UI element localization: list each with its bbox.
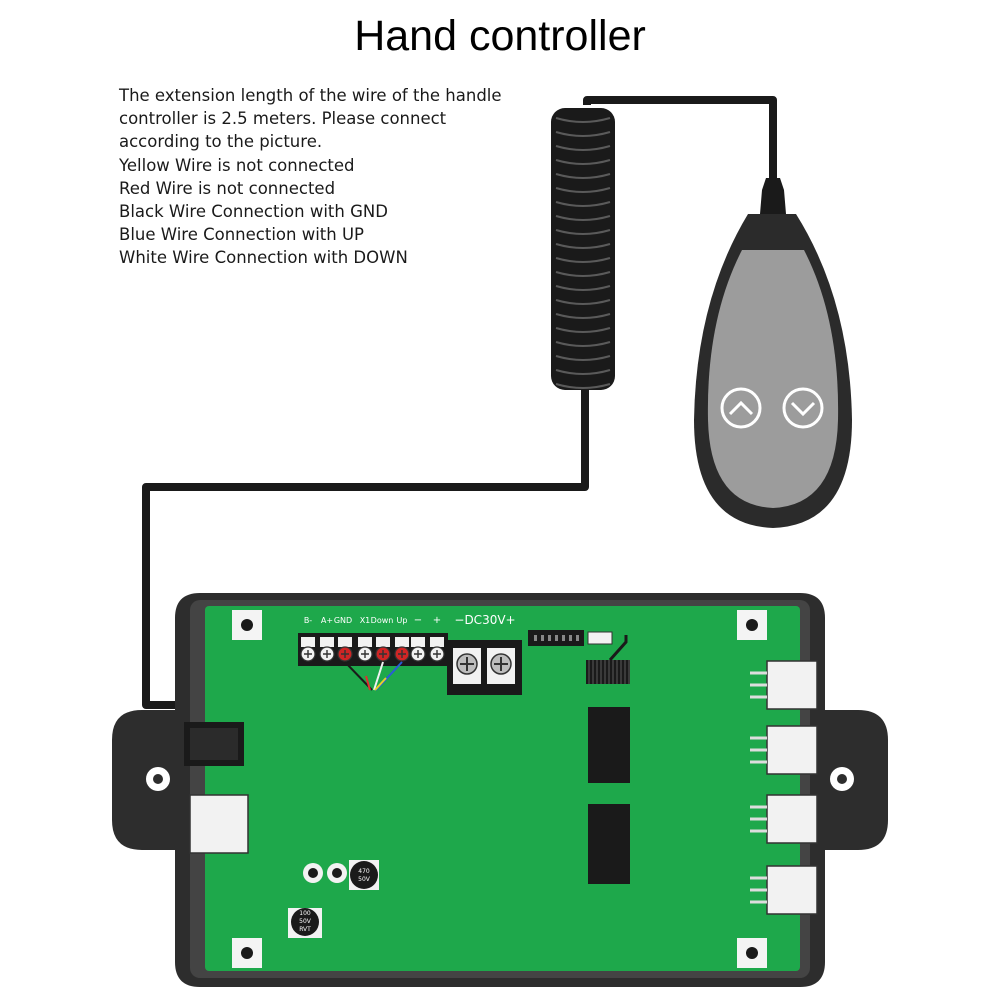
coil-loop (555, 187, 611, 193)
ic-chip (588, 707, 630, 783)
coil-loop (555, 201, 611, 207)
screw-terminal (357, 637, 373, 662)
instruction-line: Red Wire is not connected (119, 178, 336, 198)
motor-connector (750, 794, 818, 844)
terminal-label: − (414, 615, 422, 626)
coiled-cord (551, 108, 615, 390)
screw-terminal (410, 637, 426, 662)
coil-loop (555, 215, 611, 221)
screw-terminal (375, 637, 391, 662)
instruction-line: Yellow Wire is not connected (119, 155, 355, 175)
coil-loop (555, 341, 611, 347)
diagram-title: Hand controller (354, 12, 646, 60)
instruction-line: The extension length of the wire of the … (119, 86, 502, 105)
coil-loop (555, 369, 611, 375)
screw-terminal (300, 637, 316, 662)
motor-connector (750, 865, 818, 915)
pin-header (528, 630, 613, 646)
coil-loop (555, 271, 611, 277)
power-label: −DC30V+ (454, 613, 515, 627)
coil-loop (555, 159, 611, 165)
coil-loop (555, 313, 611, 319)
coil-loop (555, 243, 611, 249)
rj-connector (189, 794, 249, 854)
coil-loop (555, 285, 611, 291)
terminal-label: A+ (321, 616, 333, 625)
coil-loop (555, 173, 611, 179)
terminal-label: Up (397, 616, 408, 625)
coil-loop (555, 327, 611, 333)
instruction-line: Blue Wire Connection with UP (119, 225, 364, 245)
coil-loop (555, 355, 611, 361)
ic-chip (588, 804, 630, 884)
capacitor: 470 50V (349, 860, 379, 890)
terminal-label: B- (304, 616, 312, 625)
capacitor: 100 50V RVT (288, 908, 322, 938)
capacitor-label: 50V (358, 876, 371, 883)
terminal-label: Down (371, 616, 394, 625)
hand-controller-remote (694, 214, 852, 528)
terminal-label: + (433, 615, 441, 626)
coil-loop (555, 131, 611, 137)
terminal-label: X1 (360, 616, 371, 625)
mounting-holes (232, 610, 767, 968)
remote-cable (583, 96, 777, 180)
coil-loop (555, 257, 611, 263)
instruction-line: controller is 2.5 meters. Please connect (119, 109, 447, 129)
screw-terminal (319, 637, 335, 662)
coil-loop (555, 299, 611, 305)
instruction-line: White Wire Connection with DOWN (119, 248, 408, 268)
motor-connector (750, 725, 818, 775)
motor-connectors (750, 660, 818, 915)
antenna-coil (586, 635, 630, 684)
instruction-line: according to the picture. (119, 132, 323, 152)
screw-terminal (394, 637, 410, 662)
screw-terminal (429, 637, 445, 662)
coil-loop (555, 117, 611, 123)
coil-loop (555, 229, 611, 235)
chevron-down-icon (790, 401, 816, 417)
solder-pads (303, 863, 347, 883)
up-button[interactable] (720, 387, 762, 429)
terminal-labels: B- A+ GND X1 Down Up − + −DC30V+ (304, 613, 516, 627)
capacitor-label: 100 (299, 910, 311, 917)
down-button[interactable] (782, 387, 824, 429)
capacitor-label: 470 (358, 868, 370, 875)
motor-connector (750, 660, 818, 710)
strain-relief (760, 178, 786, 214)
coil-loop (555, 383, 611, 389)
wiring-instructions: The extension length of the wire of the … (119, 84, 559, 270)
chevron-up-icon (728, 400, 754, 416)
capacitor-label: 50V (299, 918, 312, 925)
power-terminal (447, 640, 522, 695)
instruction-line: Black Wire Connection with GND (119, 202, 388, 222)
screw-terminals (300, 637, 445, 662)
dc-jack (184, 722, 244, 766)
terminal-label: GND (334, 616, 352, 625)
screw-terminal (337, 637, 353, 662)
capacitor-label: RVT (299, 926, 311, 933)
connected-wires (344, 661, 403, 691)
coil-loop (555, 145, 611, 151)
